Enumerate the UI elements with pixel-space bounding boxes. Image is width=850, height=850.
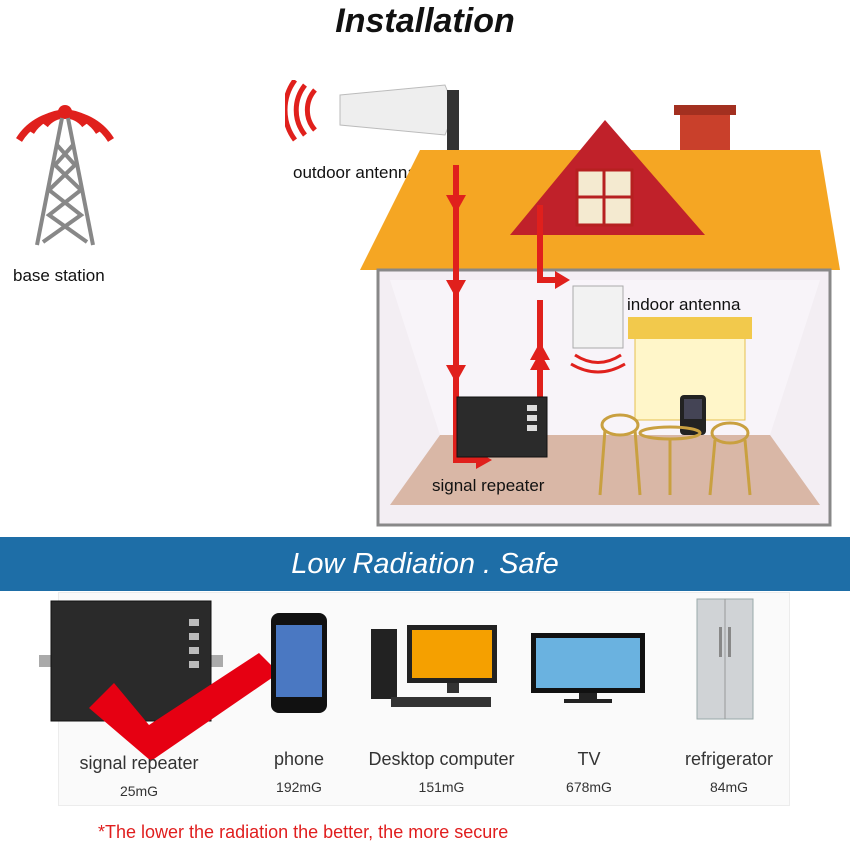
- device-name-desktop: Desktop computer: [368, 749, 515, 769]
- refrigerator-image: [696, 598, 754, 720]
- indoor-antenna-icon: [570, 285, 626, 374]
- outdoor-antenna-icon: [285, 80, 459, 170]
- banner-text: Low Radiation . Safe: [291, 547, 559, 580]
- device-name-repeater: signal repeater: [79, 753, 199, 773]
- phone-image: [271, 613, 327, 713]
- device-value-refrigerator: 84mG: [709, 779, 749, 795]
- note-text: The lower the radiation the better, the …: [105, 822, 509, 842]
- repeater-icon: [456, 396, 548, 458]
- device-value-phone: 192mG: [276, 779, 322, 795]
- outdoor-antenna-label: outdoor antenna: [293, 163, 417, 182]
- furniture-illustration: [598, 395, 752, 496]
- check-mark-icon: [89, 653, 279, 761]
- device-value-repeater: 25mG: [119, 783, 159, 799]
- radiation-note: *The lower the radiation the better, the…: [98, 822, 508, 843]
- indoor-antenna-label: indoor antenna: [627, 295, 741, 314]
- device-name-tv: TV: [577, 749, 601, 769]
- tv-image: [531, 633, 645, 703]
- tower-icon: [16, 105, 114, 246]
- signal-repeater-label: signal repeater: [432, 476, 545, 495]
- device-value-tv: 678mG: [566, 779, 612, 795]
- device-name-phone: phone: [273, 749, 325, 769]
- page-title: Installation: [335, 2, 515, 40]
- desktop-computer-image: [371, 625, 497, 707]
- repeater-device-image: [39, 600, 223, 722]
- signal-path-arrows: [446, 165, 570, 469]
- device-value-desktop: 151mG: [418, 779, 465, 795]
- device-name-refrigerator: refrigerator: [684, 749, 774, 769]
- comparison-panel: signal repeater 25mG phone 192mG Desktop…: [39, 592, 790, 806]
- base-station-label: base station: [13, 266, 105, 285]
- note-star: *: [98, 822, 106, 842]
- section-banner: Low Radiation . Safe: [0, 537, 850, 591]
